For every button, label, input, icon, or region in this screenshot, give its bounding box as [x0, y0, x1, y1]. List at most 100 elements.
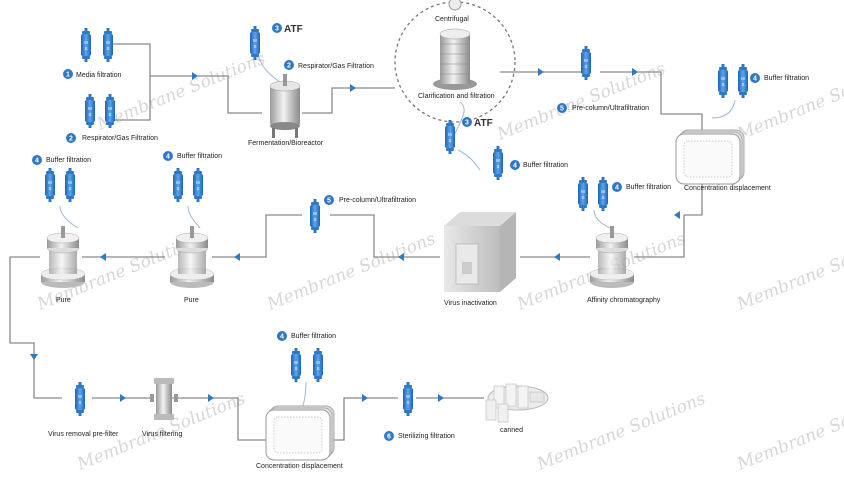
step-badge	[66, 133, 76, 143]
bioreactor-group: Fermentation/Bioreactor	[248, 74, 324, 147]
watermark-text: Membrane Solutions	[733, 59, 844, 145]
canned-group: canned	[485, 383, 549, 434]
step-badge	[163, 151, 173, 161]
step-number: 3	[275, 26, 279, 33]
watermark-text: Membrane Solutions	[733, 229, 844, 315]
step-number: 4	[280, 334, 284, 341]
step-number: 4	[513, 163, 517, 170]
filter-cartridge-icon	[738, 64, 748, 98]
precolumn-ultrafiltration-label: Pre-column/Ultrafiltration	[339, 197, 416, 204]
filter-cartridge-icon	[403, 382, 413, 416]
buffer-filtration-group-top-right: 4 Buffer filtration	[718, 64, 809, 98]
concentration-cartridge-icon	[675, 129, 745, 185]
centrifugal-group: Centrifugal Clarification and filtration	[394, 0, 516, 123]
affinity-chromatography-label: Affinity chromatography	[587, 297, 661, 304]
respirator-gas-filtration-group-1: 2 Respirator/Gas Filtration	[66, 94, 158, 143]
concentration-displacement-group-1: Concentration displacement	[675, 129, 771, 192]
step-number: 4	[753, 76, 757, 83]
clarification-label: Clarification and filtration	[418, 93, 495, 100]
filter-cartridge-icon	[45, 168, 55, 202]
concentration-displacement-label: Concentration displacement	[256, 463, 343, 470]
affinity-chromatography-group: Affinity chromatography	[587, 225, 661, 304]
step-badge	[612, 182, 622, 192]
buffer-filtration-label: Buffer filtration	[291, 333, 336, 340]
filter-cartridge-icon	[313, 348, 323, 382]
step-number: 2	[69, 136, 73, 143]
filter-cartridge-icon	[310, 199, 320, 233]
step-badge	[750, 73, 760, 83]
step-number: 4	[615, 185, 619, 192]
filter-cartridge-icon	[173, 168, 183, 202]
filter-cartridge-icon	[718, 64, 728, 98]
canned-label: canned	[500, 427, 523, 434]
step-number: 2	[287, 63, 291, 70]
watermarks: Membrane Solutions Membrane Solutions Me…	[33, 49, 844, 475]
chromatography-column-icon	[40, 225, 86, 289]
filter-cartridge-icon	[105, 94, 115, 128]
filter-cartridge-icon	[581, 46, 591, 80]
virus-filtering-group: Virus filtering	[142, 378, 182, 438]
sterilizing-filtration-label: Sterilizing filtration	[398, 433, 455, 440]
precolumn-ultrafiltration-label: Pre-column/Ultrafiltration	[572, 105, 649, 112]
atf-group-1: 3 ATF	[250, 23, 303, 60]
virus-removal-prefilter-label: Virus removal pre-filter	[48, 431, 119, 438]
step-badge	[32, 155, 42, 165]
concentration-cartridge-icon	[265, 405, 335, 461]
pure-group-1: 4 Buffer filtration Pure	[32, 155, 91, 304]
centrifuge-top-icon	[448, 0, 462, 11]
step-badge	[384, 431, 394, 441]
buffer-filtration-group-affinity: 4 Buffer filtration	[578, 177, 671, 211]
filter-cartridge-icon	[75, 382, 85, 416]
filter-cartridge-icon	[81, 28, 91, 62]
filter-cartridge-icon	[578, 177, 588, 211]
virus-filter-housing-icon	[150, 378, 178, 420]
pure-label: Pure	[56, 297, 71, 304]
pure-label: Pure	[184, 297, 199, 304]
buffer-filtration-label: Buffer filtration	[46, 157, 91, 164]
atf-label: ATF	[474, 118, 493, 129]
filter-cartridge-icon	[65, 168, 75, 202]
buffer-filtration-label: Buffer filtration	[764, 75, 809, 82]
pure-group-2: 4 Buffer filtration Pure	[163, 151, 222, 304]
media-filtration-label: Media filtration	[76, 72, 122, 79]
filter-cartridge-icon	[85, 94, 95, 128]
step-number: 5	[560, 106, 564, 113]
step-badge	[63, 69, 73, 79]
buffer-filtration-label: Buffer filtration	[626, 184, 671, 191]
filter-cartridge-icon	[445, 120, 455, 154]
vials-icon	[485, 383, 549, 423]
step-badge	[510, 160, 520, 170]
filter-cartridge-icon	[193, 168, 203, 202]
step-badge	[272, 23, 282, 33]
step-badge	[324, 195, 334, 205]
bioreactor-icon	[269, 74, 301, 138]
step-badge	[462, 117, 472, 127]
buffer-filtration-group-clarification: 4 Buffer filtration	[493, 146, 568, 180]
atf-group-2: 3 ATF	[445, 117, 493, 154]
buffer-filtration-label: Buffer filtration	[523, 162, 568, 169]
filter-cartridge-icon	[291, 348, 301, 382]
step-number: 1	[66, 72, 70, 79]
sterilizing-filtration-group: 6 Sterilizing filtration	[384, 382, 455, 441]
watermark-text: Membrane Solutions	[533, 389, 708, 475]
precolumn-ultrafiltration-group-1: 5 Pre-column/Ultrafiltration	[557, 46, 649, 113]
inactivation-cabinet-icon	[444, 212, 516, 292]
respirator-gas-filtration-label: Respirator/Gas Filtration	[298, 63, 374, 70]
respirator-gas-filtration-group-2: 2 Respirator/Gas Filtration	[284, 60, 374, 70]
step-badge	[277, 331, 287, 341]
filter-cartridge-icon	[103, 28, 113, 62]
virus-inactivation-label: Virus inactivation	[444, 300, 497, 307]
step-number: 5	[327, 198, 331, 205]
step-badge	[557, 103, 567, 113]
media-filtration-group: 1 Media filtration	[63, 28, 122, 79]
centrifugal-label: Centrifugal	[435, 16, 469, 23]
buffer-filtration-label: Buffer filtration	[177, 153, 222, 160]
watermark-text: Membrane Solutions	[263, 229, 438, 315]
virus-inactivation-group: Virus inactivation	[444, 212, 516, 307]
step-badge	[284, 60, 294, 70]
filter-cartridge-icon	[598, 177, 608, 211]
concentration-displacement-label: Concentration displacement	[684, 185, 771, 192]
step-number: 4	[166, 154, 170, 161]
